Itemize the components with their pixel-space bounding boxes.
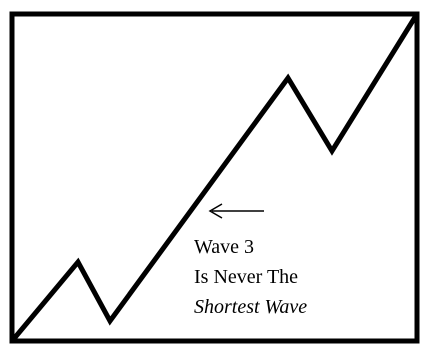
annotation-line-2: Is Never The [194, 266, 298, 288]
arrow-left-icon [208, 203, 264, 219]
annotation-line-3: Shortest Wave [194, 296, 307, 318]
wave-line [10, 12, 420, 343]
annotation-line-1: Wave 3 [194, 236, 254, 258]
